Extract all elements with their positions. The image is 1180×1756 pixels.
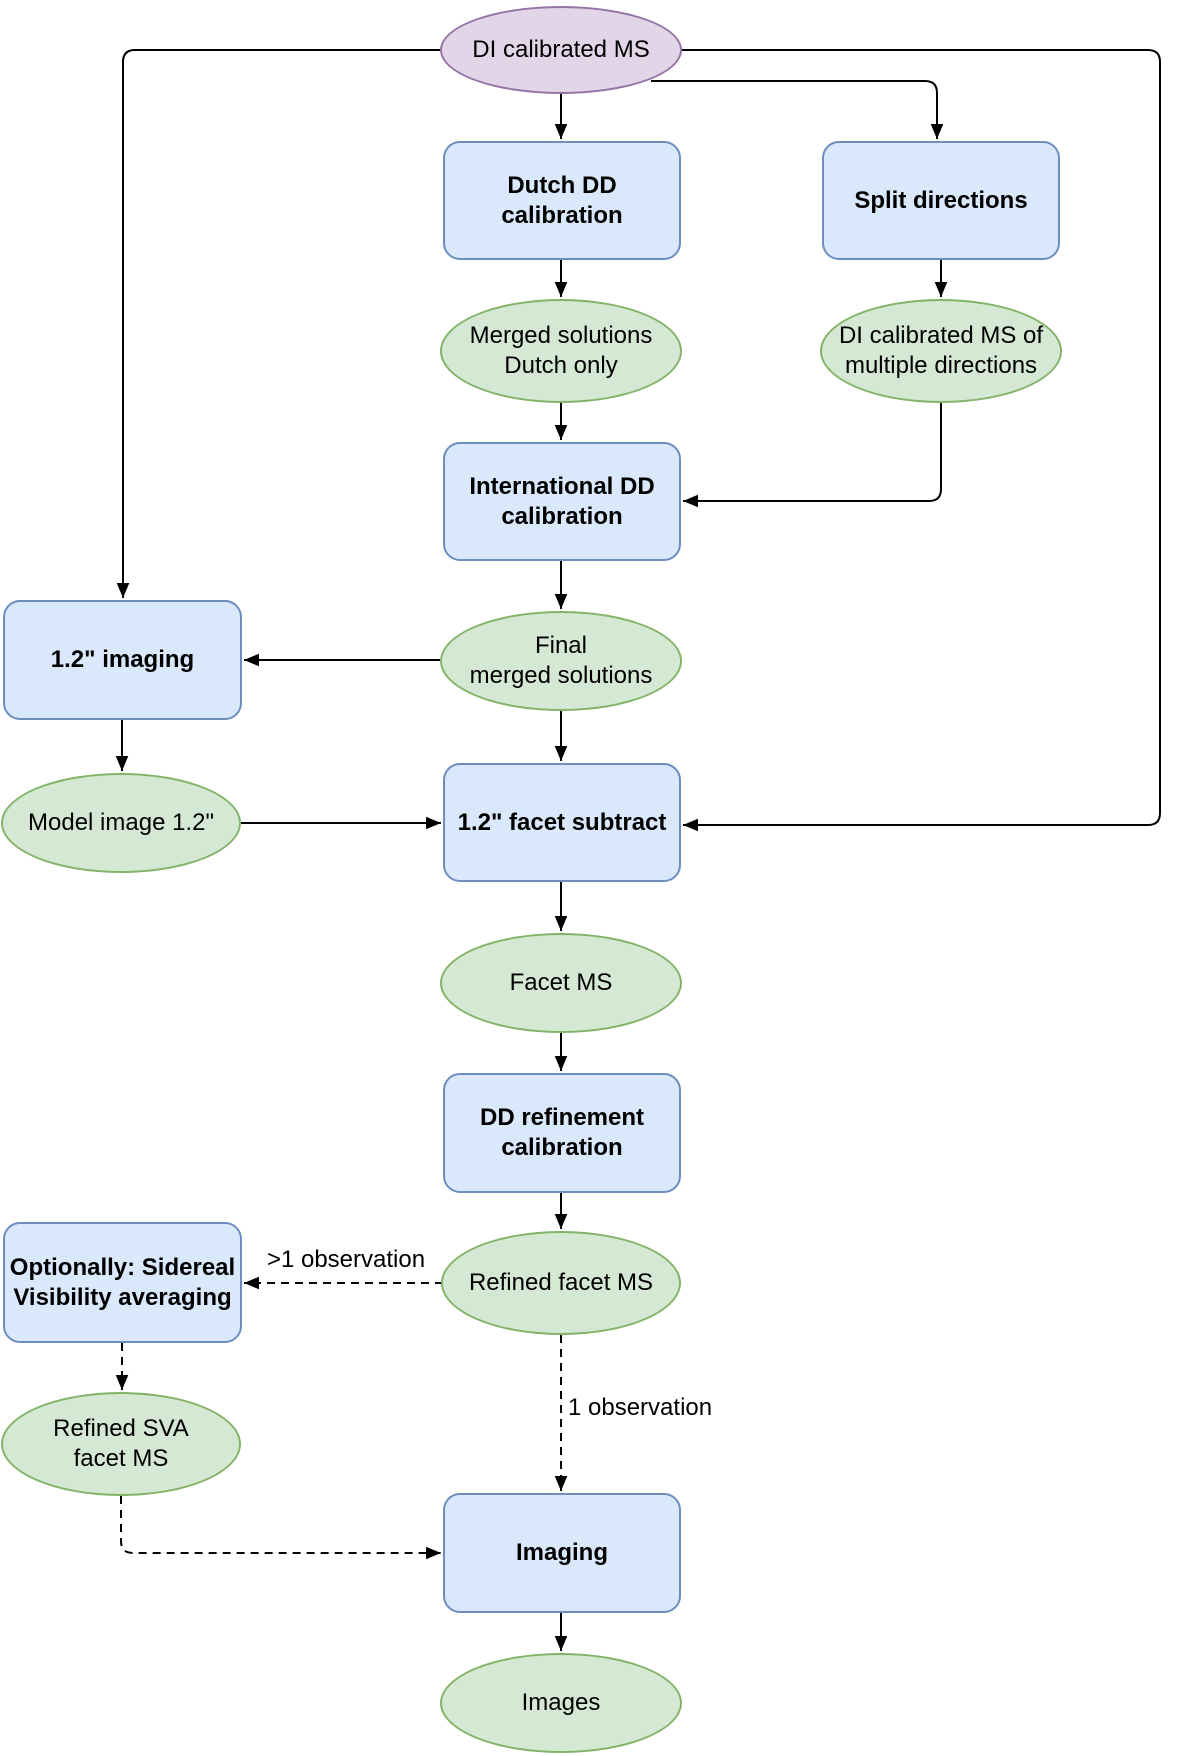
node-sidereal-visibility-averaging: Optionally: Sidereal Visibility averagin… [3, 1222, 242, 1343]
edge-label-gt1-observation: >1 observation [266, 1246, 426, 1273]
node-di-calibrated-ms: DI calibrated MS [440, 6, 682, 94]
node-merged-solutions-dutch-only: Merged solutions Dutch only [440, 299, 682, 403]
node-refined-facet-ms: Refined facet MS [441, 1231, 681, 1335]
node-international-dd-calibration: International DD calibration [443, 442, 681, 561]
node-dd-refinement-calibration: DD refinement calibration [443, 1073, 681, 1193]
edge-di-ms-to-split-directions [651, 80, 944, 139]
node-di-calibrated-ms-multiple-directions: DI calibrated MS of multiple directions [820, 299, 1062, 403]
node-final-merged-solutions: Final merged solutions [440, 611, 682, 711]
node-refined-sva-facet-ms: Refined SVA facet MS [1, 1392, 241, 1496]
node-dutch-dd-calibration: Dutch DD calibration [443, 141, 681, 260]
edge-di-ms-to-facet-subtract [682, 49, 1161, 832]
node-1-2-facet-subtract: 1.2" facet subtract [443, 763, 681, 882]
node-imaging: Imaging [443, 1493, 681, 1613]
node-split-directions: Split directions [822, 141, 1060, 260]
node-model-image-1-2: Model image 1.2" [1, 773, 241, 873]
edge-refined-sva-to-imaging [120, 1496, 441, 1560]
edge-multi-dir-to-intl-dd [683, 403, 942, 508]
node-1-2-imaging: 1.2" imaging [3, 600, 242, 720]
edge-di-ms-to-imaging-12 [116, 49, 440, 598]
node-images: Images [440, 1653, 682, 1753]
node-facet-ms: Facet MS [440, 933, 682, 1033]
edge-label-one-observation: 1 observation [568, 1394, 713, 1421]
